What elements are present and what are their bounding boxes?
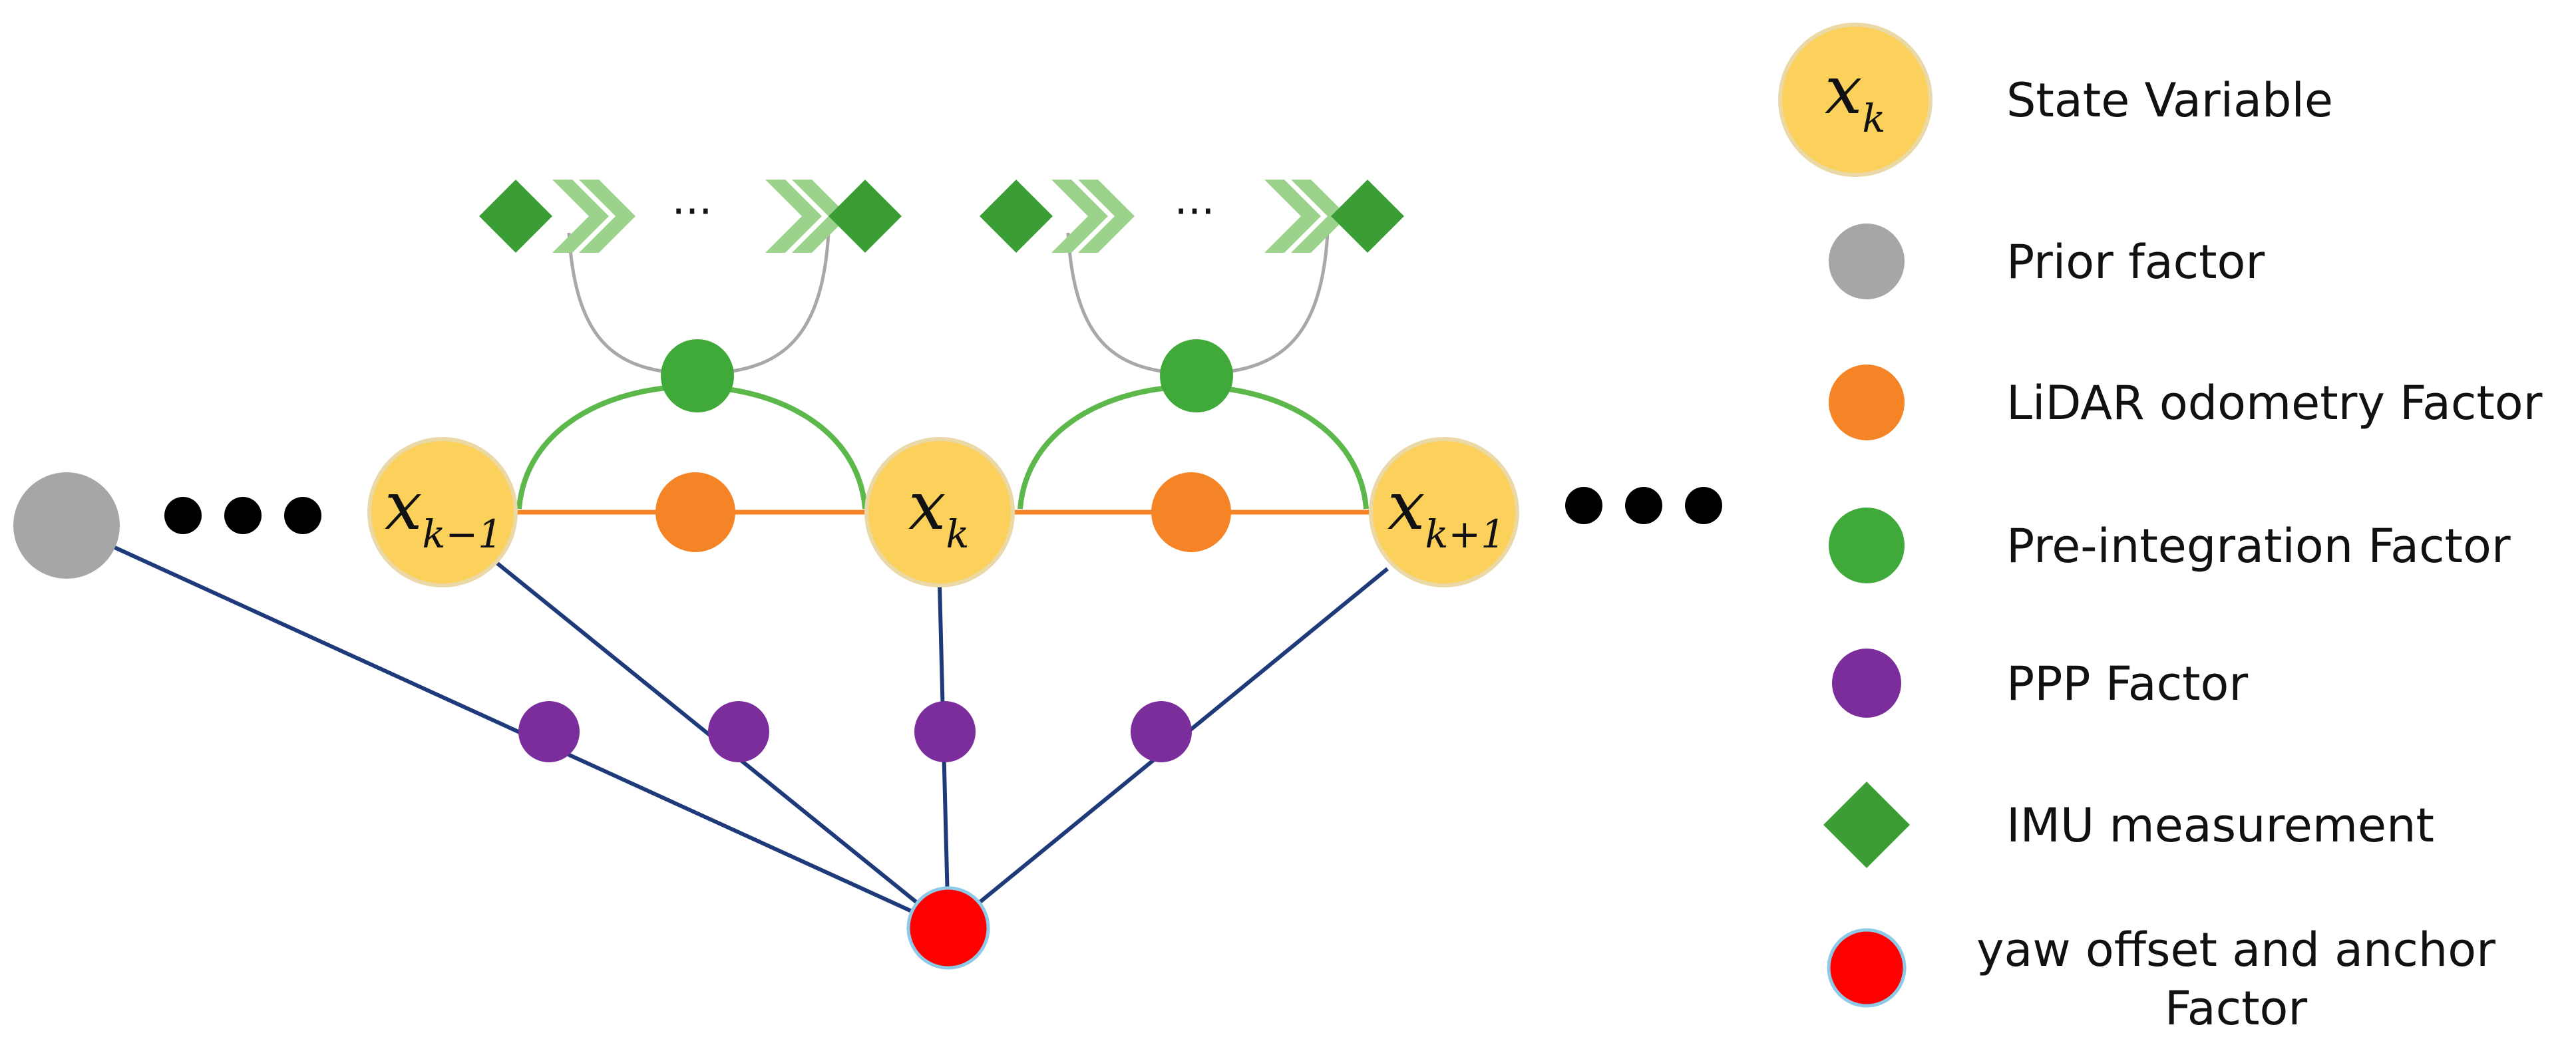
- state-variable-icon: [1778, 23, 1932, 177]
- imu-diamond-icon: [828, 180, 902, 253]
- ppp-factor-4: [1131, 701, 1192, 762]
- legend-item-state: xk State Variable: [1778, 23, 2333, 177]
- imu-diamond-icon: [479, 180, 552, 253]
- legend-item-prior: Prior factor: [1829, 224, 2265, 299]
- legend: xk State Variable Prior factor LiDAR odo…: [1778, 23, 2543, 1036]
- state-label-sub: k−1: [422, 512, 502, 557]
- ellipsis-dot: [1625, 487, 1662, 524]
- imu-chevron-icon: [579, 180, 636, 253]
- state-variable-circle: [1369, 437, 1519, 587]
- purple-circle-icon: [1832, 649, 1901, 718]
- ellipsis-dot: [1565, 487, 1602, 524]
- legend-label: PPP Factor: [2006, 657, 2248, 711]
- ellipsis-dot: [164, 497, 202, 534]
- anchor-factor: [906, 886, 990, 970]
- state-label-base: x: [908, 467, 946, 545]
- legend-label: State Variable: [2006, 73, 2333, 128]
- lidar-factor-left: [655, 472, 735, 552]
- imu-chevron-icon: [552, 180, 609, 253]
- imu-diamond-icon: [980, 180, 1053, 253]
- state-node-curr: xk: [864, 437, 1015, 587]
- green-diamond-icon: [1823, 782, 1910, 868]
- legend-item-imu: IMU measurement: [1823, 782, 2434, 868]
- legend-label: yaw offset and anchor: [1976, 923, 2495, 977]
- imu-chevron-icon: [1078, 180, 1135, 253]
- state-node-next: xk+1: [1369, 437, 1519, 587]
- green-circle-icon: [1829, 508, 1905, 583]
- legend-label: IMU measurement: [2006, 798, 2434, 853]
- state-label: xk−1: [385, 467, 502, 557]
- ppp-factor-1: [518, 701, 580, 762]
- state-label-base: x: [385, 467, 422, 545]
- ellipsis-dot: [1685, 487, 1722, 524]
- ellipsis-dot: [224, 497, 262, 534]
- state-label-base: x: [1387, 467, 1425, 545]
- preint-factor-left: [661, 339, 734, 412]
- legend-state-symbol: xk: [1825, 51, 1886, 141]
- legend-label: Factor: [2165, 981, 2307, 1036]
- state-label-sub: k: [946, 512, 969, 557]
- ppp-factor-2: [708, 701, 769, 762]
- state-label: xk+1: [1387, 467, 1505, 557]
- imu-cluster-right: ···: [980, 180, 1404, 253]
- connections: [65, 232, 1389, 930]
- prior-to-anchor-line: [65, 524, 950, 930]
- legend-item-anchor: yaw offset and anchor Factor: [1827, 923, 2495, 1036]
- state-label: xk: [908, 467, 970, 557]
- legend-item-lidar: LiDAR odometry Factor: [1829, 365, 2543, 440]
- state-node-prev: xk−1: [367, 437, 518, 587]
- preint-factor-right: [1160, 339, 1233, 412]
- imu-chevron-icon: [1051, 180, 1108, 253]
- imu-chevron-icon: [1264, 180, 1321, 253]
- lidar-factor-right: [1151, 472, 1231, 552]
- legend-label: Pre-integration Factor: [2006, 519, 2511, 573]
- state-variable-circle: [864, 437, 1015, 587]
- legend-label: Prior factor: [2006, 235, 2265, 289]
- imu-chevron-icon: [765, 180, 822, 253]
- red-circle-icon: [1827, 928, 1907, 1008]
- ppp-factor-3: [914, 701, 976, 762]
- gray-circle-icon: [1829, 224, 1905, 299]
- imu-diamond-icon: [1331, 180, 1404, 253]
- ellipsis-dots-right: [1565, 487, 1722, 524]
- state-label-sub: k+1: [1425, 512, 1505, 557]
- imu-cluster-left: ···: [479, 180, 902, 253]
- orange-circle-icon: [1829, 365, 1905, 440]
- prior-factor: [13, 472, 120, 579]
- factor-nodes: [13, 339, 1233, 970]
- legend-label: LiDAR odometry Factor: [2006, 376, 2543, 430]
- imu-ellipsis: ···: [671, 188, 712, 237]
- legend-state-symbol-base: x: [1825, 51, 1862, 129]
- state-variable-circle: [367, 437, 518, 587]
- ellipsis-dot: [284, 497, 321, 534]
- legend-state-symbol-sub: k: [1862, 96, 1885, 141]
- imu-ellipsis: ···: [1174, 188, 1214, 237]
- legend-item-preint: Pre-integration Factor: [1829, 508, 2511, 583]
- legend-item-ppp: PPP Factor: [1832, 649, 2248, 718]
- ellipsis-dots-left: [164, 497, 321, 534]
